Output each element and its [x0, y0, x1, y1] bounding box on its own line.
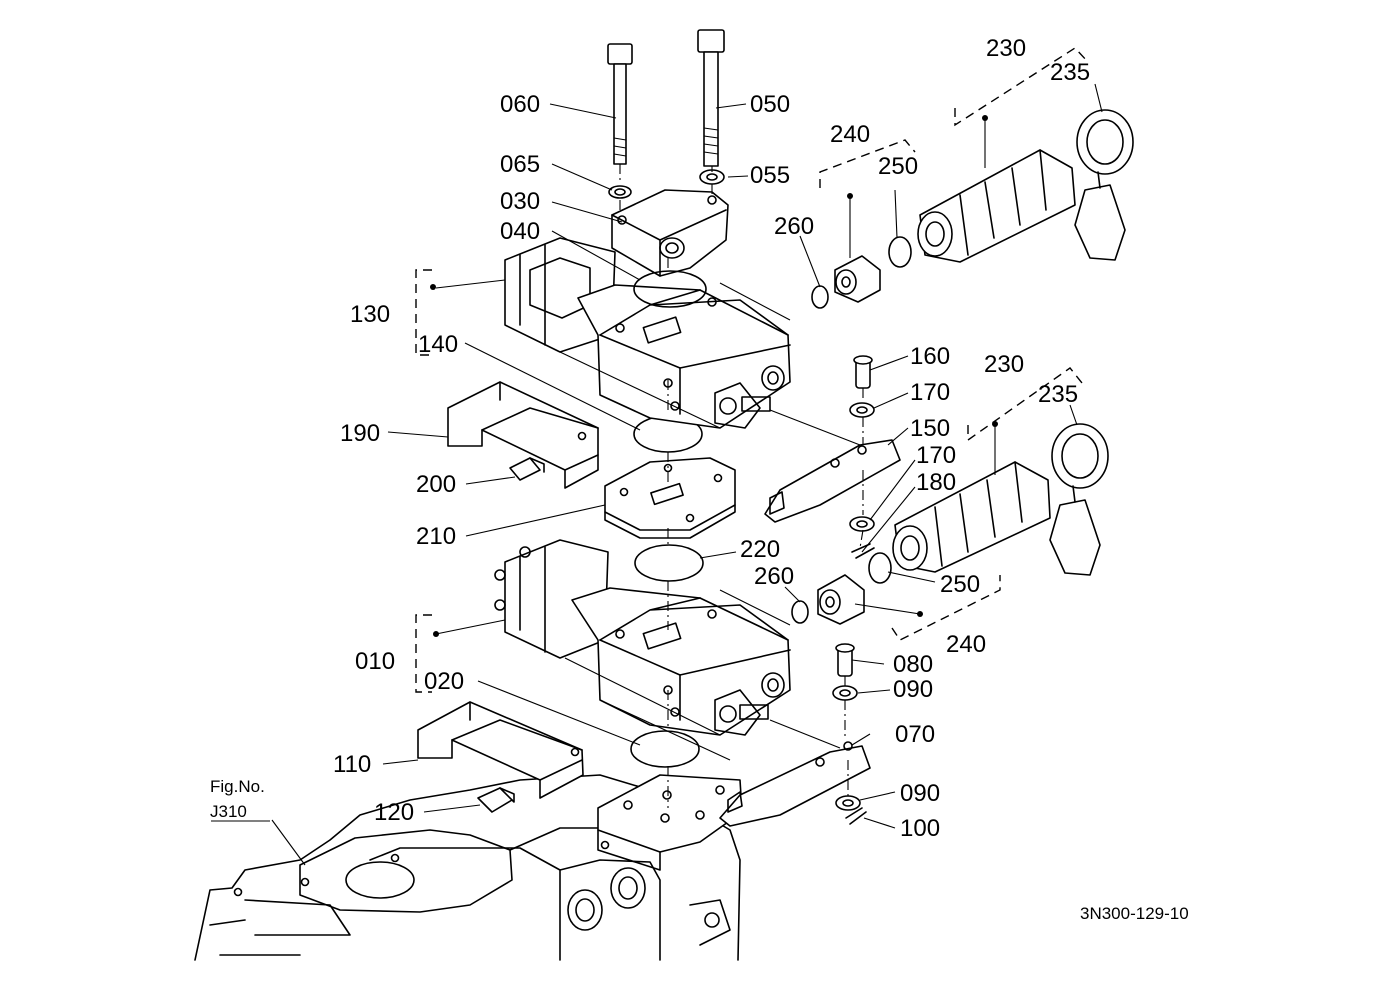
- o-ring-040: [633, 270, 707, 308]
- bolt-060: [607, 43, 633, 165]
- base-housing: [194, 774, 743, 961]
- label-130: 130: [350, 301, 390, 328]
- figure-reference: Fig.No. J310: [210, 777, 265, 821]
- washer-055: [699, 169, 725, 185]
- bracket-110: [417, 701, 584, 799]
- label-070: 070: [895, 721, 935, 748]
- washer-090-lower: [835, 795, 861, 811]
- label-040: 040: [500, 218, 540, 245]
- label-250-upper: 250: [878, 153, 918, 180]
- lever-150: [764, 439, 901, 523]
- label-240-upper: 240: [830, 121, 870, 148]
- washer-170-upper: [849, 402, 875, 418]
- o-ring-250-lower: [868, 552, 892, 584]
- label-240-lower: 240: [946, 631, 986, 658]
- label-230-upper: 230: [986, 35, 1026, 62]
- coupler-230-upper: [917, 149, 1076, 263]
- o-ring-260-lower: [791, 600, 809, 624]
- label-200: 200: [416, 471, 456, 498]
- label-080: 080: [893, 651, 933, 678]
- label-140: 140: [418, 331, 458, 358]
- o-ring-020: [630, 730, 700, 768]
- label-190: 190: [340, 420, 380, 447]
- bracket-190: [447, 381, 599, 489]
- label-055: 055: [750, 162, 790, 189]
- label-180: 180: [916, 469, 956, 496]
- o-ring-220: [634, 544, 704, 582]
- washer-090-upper: [832, 685, 858, 701]
- label-120: 120: [374, 799, 414, 826]
- adapter-240-upper: [834, 255, 881, 303]
- center-lines: [559, 164, 864, 808]
- label-220: 220: [740, 536, 780, 563]
- plug-120: [477, 787, 515, 813]
- label-060: 060: [500, 91, 540, 118]
- label-170-lower: 170: [916, 442, 956, 469]
- label-010: 010: [355, 648, 395, 675]
- label-065: 065: [500, 151, 540, 178]
- dust-cap-235-lower: [1049, 423, 1109, 576]
- bolt-050: [697, 29, 725, 167]
- label-260-upper: 260: [774, 213, 814, 240]
- coupler-230-lower: [892, 461, 1051, 573]
- label-170-upper: 170: [910, 379, 950, 406]
- o-ring-260-upper: [811, 285, 829, 309]
- label-230-lower: 230: [984, 351, 1024, 378]
- pin-080: [835, 643, 855, 677]
- label-090-lower: 090: [900, 780, 940, 807]
- washer-065: [608, 185, 632, 199]
- label-020: 020: [424, 668, 464, 695]
- label-235-lower: 235: [1038, 381, 1078, 408]
- upper-control-valve: [504, 237, 791, 429]
- dust-cap-235-upper: [1074, 109, 1134, 261]
- label-050: 050: [750, 91, 790, 118]
- label-250-lower: 250: [940, 571, 980, 598]
- group-brackets: [415, 47, 1089, 693]
- label-090-upper: 090: [893, 676, 933, 703]
- label-235-upper: 235: [1050, 59, 1090, 86]
- adapter-240-lower: [817, 574, 865, 625]
- lever-070: [719, 741, 871, 827]
- part-labels: 060 050 065 055 030 040 130 140 190 200 …: [333, 35, 1090, 842]
- label-150: 150: [910, 415, 950, 442]
- washer-170-lower: [849, 516, 875, 532]
- label-260-lower: 260: [754, 563, 794, 590]
- figure-ref-title: Fig.No.: [210, 777, 265, 796]
- plate-210: [604, 457, 736, 539]
- pin-160: [853, 355, 873, 389]
- label-100: 100: [900, 815, 940, 842]
- lower-control-valve: [494, 539, 791, 736]
- label-030: 030: [500, 188, 540, 215]
- cotter-pin-100: [845, 807, 867, 825]
- leader-lines: [211, 83, 1103, 866]
- drawing-code: 3N300-129-10: [1080, 904, 1189, 923]
- plug-200: [509, 457, 545, 481]
- cover-030: [611, 189, 729, 277]
- label-160: 160: [910, 343, 950, 370]
- label-210: 210: [416, 523, 456, 550]
- o-ring-250-upper: [888, 236, 912, 268]
- label-110: 110: [333, 751, 371, 778]
- figure-ref-number: J310: [210, 802, 247, 821]
